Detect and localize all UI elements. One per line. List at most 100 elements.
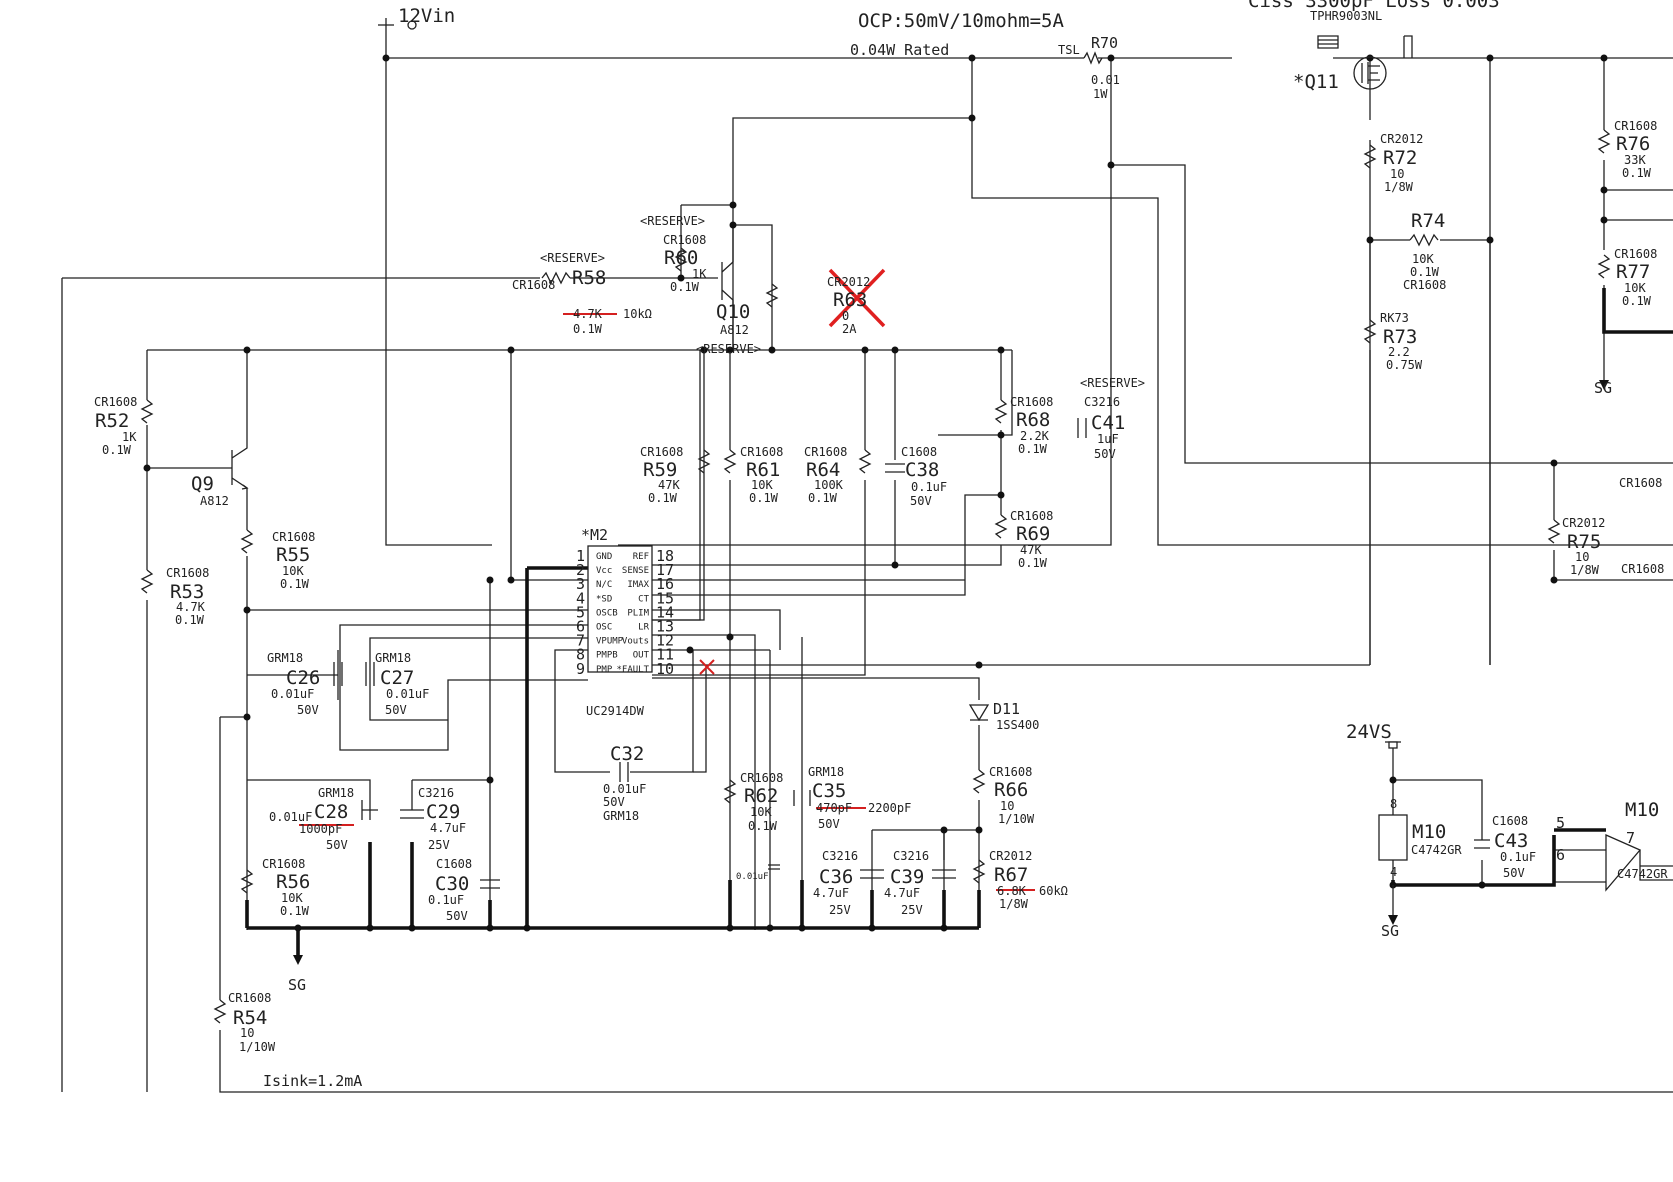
ic-pin-name-right-8: OUT [633, 651, 650, 661]
r53-val: 4.7K [176, 600, 206, 614]
c41-ref: C41 [1091, 412, 1125, 434]
r74-val: 10K [1412, 252, 1434, 266]
c36-pkg: C3216 [822, 849, 858, 863]
c26-val: 0.01uF [271, 687, 314, 701]
r66-ref: R66 [994, 779, 1028, 801]
c28-val-new: 0.01uF [269, 810, 312, 824]
r54-pkg: CR1608 [228, 991, 271, 1005]
r67-val-old: 6.8K [997, 884, 1027, 898]
r52-pwr: 0.1W [102, 443, 132, 457]
r69-pkg: CR1608 [1010, 509, 1053, 523]
r64-ref: R64 [806, 459, 840, 481]
r67-pwr: 1/8W [999, 897, 1029, 911]
rated-label: 0.04W Rated [850, 41, 949, 59]
c41-volt: 50V [1094, 447, 1116, 461]
c38-ref: C38 [905, 459, 939, 481]
r76-val: 33K [1624, 153, 1646, 167]
ic-pin-num-right-3: 16 [656, 575, 674, 593]
ic-pin-num-left-5: 5 [576, 603, 585, 621]
ground-symbols [293, 380, 1609, 965]
r64-pkg: CR1608 [804, 445, 847, 459]
ic-pin-num-right-7: 12 [656, 632, 674, 650]
c35-val-old: 470pF [816, 801, 852, 815]
c43-pkg: C1608 [1492, 814, 1528, 828]
r55-pwr: 0.1W [280, 577, 310, 591]
r64-val: 100K [814, 478, 844, 492]
c28-pkg: GRM18 [318, 786, 354, 800]
r55-pkg: CR1608 [272, 530, 315, 544]
ic-pin-name-right-6: LR [638, 623, 649, 633]
r53-pkg: CR1608 [166, 566, 209, 580]
c43-val: 0.1uF [1500, 850, 1536, 864]
c35-pkg: GRM18 [808, 765, 844, 779]
r59-val: 47K [658, 478, 680, 492]
ic-part: UC2914DW [586, 704, 645, 718]
r60-note: <RESERVE> [640, 214, 705, 228]
opamp-pin6: 6 [1556, 846, 1565, 864]
r66-pwr: 1/10W [998, 812, 1035, 826]
r55-ref: R55 [276, 544, 310, 566]
r67-ref: R67 [994, 864, 1028, 886]
c38-volt: 50V [910, 494, 932, 508]
r68-ref: R68 [1016, 409, 1050, 431]
r67-pkg: CR2012 [989, 849, 1032, 863]
c39-volt: 25V [901, 903, 923, 917]
r77-val: 10K [1624, 281, 1646, 295]
ic-pin-name-left-5: OSCB [596, 608, 618, 618]
opamp-pin4: 4 [1390, 865, 1397, 879]
vin-terminal-icon [407, 20, 417, 30]
r58-val-old: 4.7K [573, 307, 603, 321]
corrections [299, 268, 1035, 891]
r72-pkg: CR2012 [1380, 132, 1423, 146]
ic-pin-name-left-6: OSC [596, 623, 612, 633]
r60-ref: R60 [664, 247, 698, 269]
r56-val: 10K [281, 891, 303, 905]
ic-pin-num-left-2: 2 [576, 561, 585, 579]
c36-volt: 25V [829, 903, 851, 917]
r58-pkg: CR1608 [512, 278, 555, 292]
r69-pwr: 0.1W [1018, 556, 1048, 570]
q10-note: <RESERVE> [696, 342, 761, 356]
ic-pin-name-right-1: REF [633, 552, 649, 562]
r68-val: 2.2K [1020, 429, 1050, 443]
d11-ref: D11 [993, 700, 1020, 718]
c39-ref: C39 [890, 866, 924, 888]
wires [61, 18, 1673, 1093]
ic-pin-num-right-1: 18 [656, 547, 674, 565]
c35-val-new: 2200pF [868, 801, 911, 815]
r62-pkg: CR1608 [740, 771, 783, 785]
c32-pkg: GRM18 [603, 809, 639, 823]
r61-pkg: CR1608 [740, 445, 783, 459]
r75-val: 10 [1575, 550, 1589, 564]
c43-ref: C43 [1494, 830, 1528, 852]
c41-note: <RESERVE> [1080, 376, 1145, 390]
junction-dots [143, 54, 1608, 932]
c35-ref: C35 [812, 780, 846, 802]
r77-pwr: 0.1W [1622, 294, 1652, 308]
c41-pkg: C3216 [1084, 395, 1120, 409]
r60-pkg: CR1608 [663, 233, 706, 247]
ic-pin-name-left-2: Vcc [596, 566, 612, 576]
c26-volt: 50V [297, 703, 319, 717]
ground-label-1: SG [288, 976, 306, 994]
ic-pin-num-right-2: 17 [656, 561, 674, 579]
r56-pwr: 0.1W [280, 904, 310, 918]
c41-val: 1uF [1097, 432, 1119, 446]
c26-pkg: GRM18 [267, 651, 303, 665]
c27-pkg: GRM18 [375, 651, 411, 665]
r63-ref: R63 [833, 289, 867, 311]
ic-pin-name-right-5: PLIM [627, 608, 649, 618]
c32-volt: 50V [603, 795, 625, 809]
ic-pin-num-right-9: 10 [656, 660, 674, 678]
c-added-val: 0.01uF [736, 872, 769, 882]
r72-pwr: 1/8W [1384, 180, 1414, 194]
r68-pwr: 0.1W [1018, 442, 1048, 456]
c29-volt: 25V [428, 838, 450, 852]
r56-pkg: CR1608 [262, 857, 305, 871]
m10-opamp-symbol [1378, 814, 1642, 892]
supply-label: 12Vin [398, 5, 455, 27]
r63-val: 0 [842, 309, 849, 323]
r67-val-new: 60kΩ [1039, 884, 1068, 898]
r69-ref: R69 [1016, 523, 1050, 545]
r52-val: 1K [122, 430, 137, 444]
